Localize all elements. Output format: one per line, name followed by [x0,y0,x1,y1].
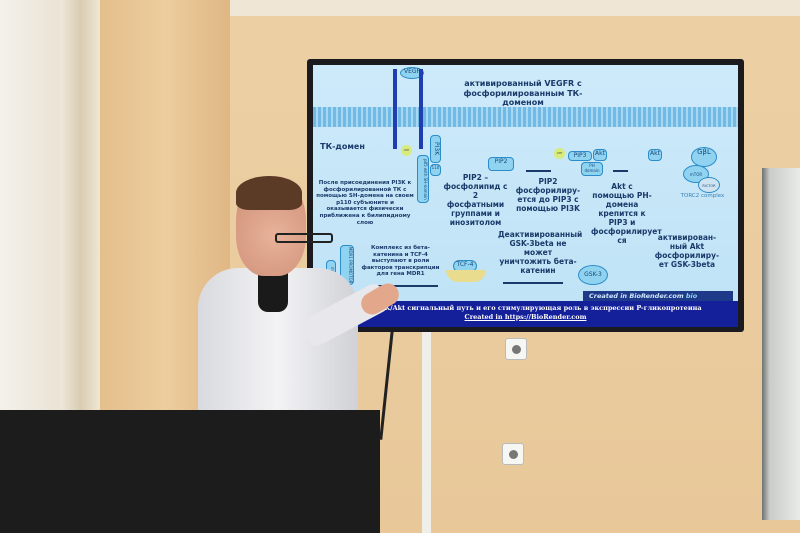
arrow [503,282,563,284]
tk-domain-label: ТК-домен [320,142,365,151]
arrow [613,170,628,172]
gbl-label: GβL [691,147,717,167]
power-outlet [502,443,524,465]
biorender-text: Created in BioRender.com [589,292,684,300]
arrow [526,170,551,172]
atp-label: ATP [554,148,565,159]
text-complex: Комплекс из бета-катенина и TCF-4 выступ… [361,245,440,278]
whiteboard [762,168,800,520]
atp-label: ATP [401,145,412,156]
text-gsk: Деактивированный GSK-3beta не может унич… [498,230,583,275]
presenter-collar [258,272,288,312]
ph-domain-box: PH domain [581,162,603,176]
curtain [60,0,100,410]
receptor-chain [393,69,397,149]
gsk3-label: GSK-3 [578,265,608,285]
power-outlet [505,338,527,360]
presenter-glasses [275,233,333,243]
arrow [378,285,438,287]
pip2-box: PIP2 [488,157,514,171]
p110-label: 110 [430,164,441,176]
rictor-label: RICTOR [698,177,720,193]
cable-channel [422,330,431,533]
slide-caption: Рис.5 PI3K/Akt сигнальный путь и его сти… [313,301,738,327]
slide-title: активированный VEGFR с фосфорилированным… [463,79,583,108]
bio-logo: bio [685,292,698,300]
mdr1-promoter-label: MDR1 PROMOTOR [340,245,354,285]
text-akt: Akt с помощью PH-домена крепится к PIP3 … [591,182,662,245]
pi3k-label: PI3K [430,135,441,163]
text-pip2: PIP2 – фосфолипид с 2 фосфатными группам… [443,173,508,227]
text-pip2-phos: PIP2 фосфорилиру-ется до PIP3 с помощью … [515,177,581,213]
receptor-chain [419,69,423,149]
biorender-badge: Created in BioRender.com bio [583,291,733,303]
ceiling [100,0,800,16]
akt-box: Akt [593,149,607,161]
cell-membrane [313,107,738,127]
vegf-label: VEGF [400,67,424,79]
text-akt-active: активирован-ный Akt фосфорилиру-ет GSK-3… [654,233,720,269]
foreground-monitor [0,410,380,533]
torc2-label: TORC2 complex [680,193,725,199]
tcf4-label: TCF-4 [453,260,477,272]
text-pi3k: После присоединения PI3K к фосфорилирова… [316,180,414,226]
caption-line-1: Рис.5 PI3K/Akt сигнальный путь и его сти… [349,304,702,312]
caption-line-2: Created in https://BioRender.com [464,312,587,321]
sh-domain-label: p85 with SH-domain [417,155,429,203]
pip3-box: PIP3 [568,151,592,161]
beta-catenin-shape [446,270,486,282]
akt-box: Akt [648,149,662,161]
presenter-hair [236,176,302,210]
